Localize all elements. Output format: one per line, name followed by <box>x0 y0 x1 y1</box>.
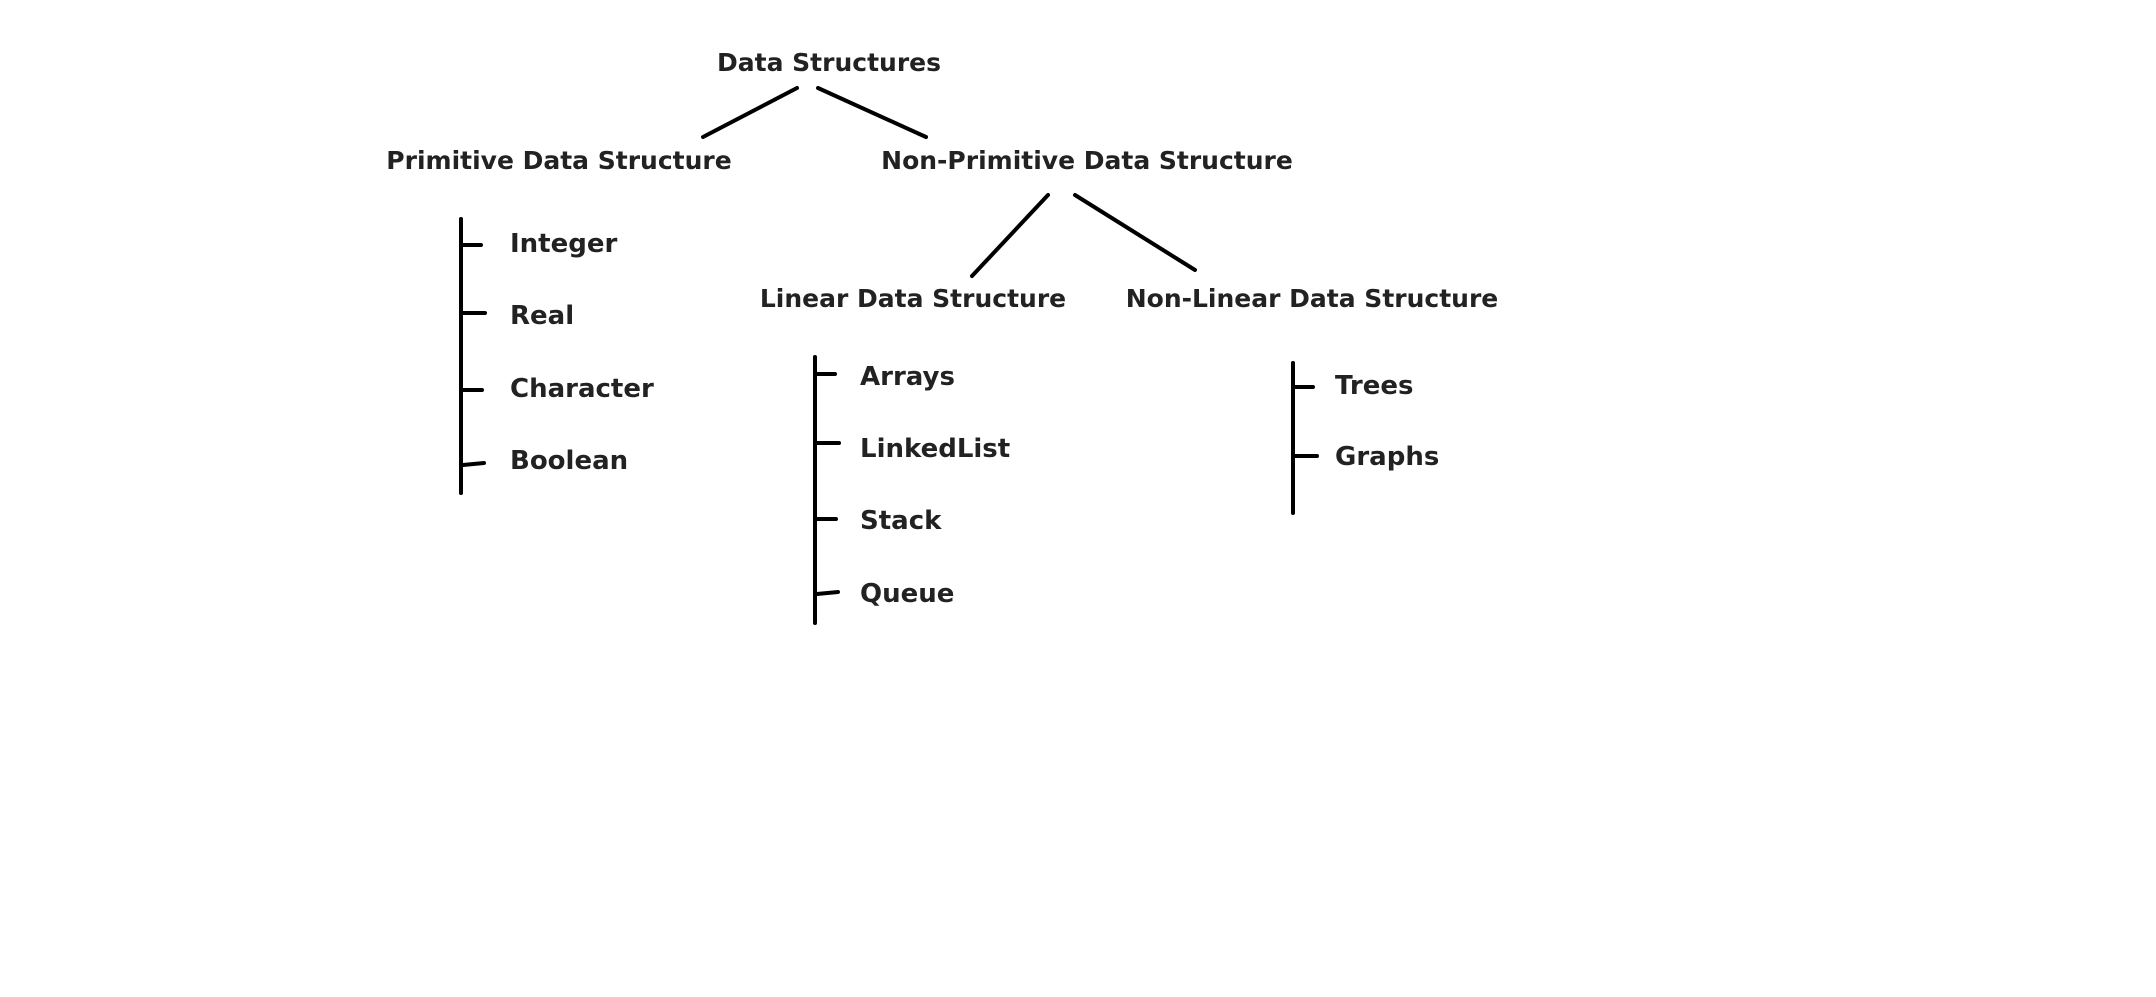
edge-non-primitive-to-linear <box>970 193 1050 278</box>
primitive-item-real: Real <box>510 301 574 331</box>
edge-root-to-non-primitive <box>816 86 928 139</box>
primitive-item-character: Character <box>510 374 654 404</box>
primitive-item-list: Integer Real Character Boolean <box>459 217 654 495</box>
linear-item-queue: Queue <box>860 579 954 609</box>
root-node-label: Data Structures <box>717 48 941 77</box>
non-linear-node-label: Non-Linear Data Structure <box>1126 284 1499 313</box>
non-linear-item-trees: Trees <box>1335 371 1413 401</box>
list-tick <box>461 461 486 467</box>
edge-root-to-primitive <box>701 86 799 139</box>
primitive-node-label: Primitive Data Structure <box>386 146 731 175</box>
linear-item-list: Arrays LinkedList Stack Queue <box>813 355 1010 625</box>
linear-item-stack: Stack <box>860 506 942 536</box>
primitive-item-boolean: Boolean <box>510 446 628 476</box>
non-linear-item-graphs: Graphs <box>1335 442 1439 472</box>
edge-non-primitive-to-non-linear <box>1073 193 1197 272</box>
primitive-item-integer: Integer <box>510 229 617 259</box>
non-linear-item-list: Trees Graphs <box>1291 361 1439 515</box>
list-tick <box>815 590 840 596</box>
non-primitive-node-label: Non-Primitive Data Structure <box>881 146 1293 175</box>
linear-node-label: Linear Data Structure <box>760 284 1066 313</box>
linear-item-linkedlist: LinkedList <box>860 434 1010 464</box>
linear-item-arrays: Arrays <box>860 362 955 392</box>
